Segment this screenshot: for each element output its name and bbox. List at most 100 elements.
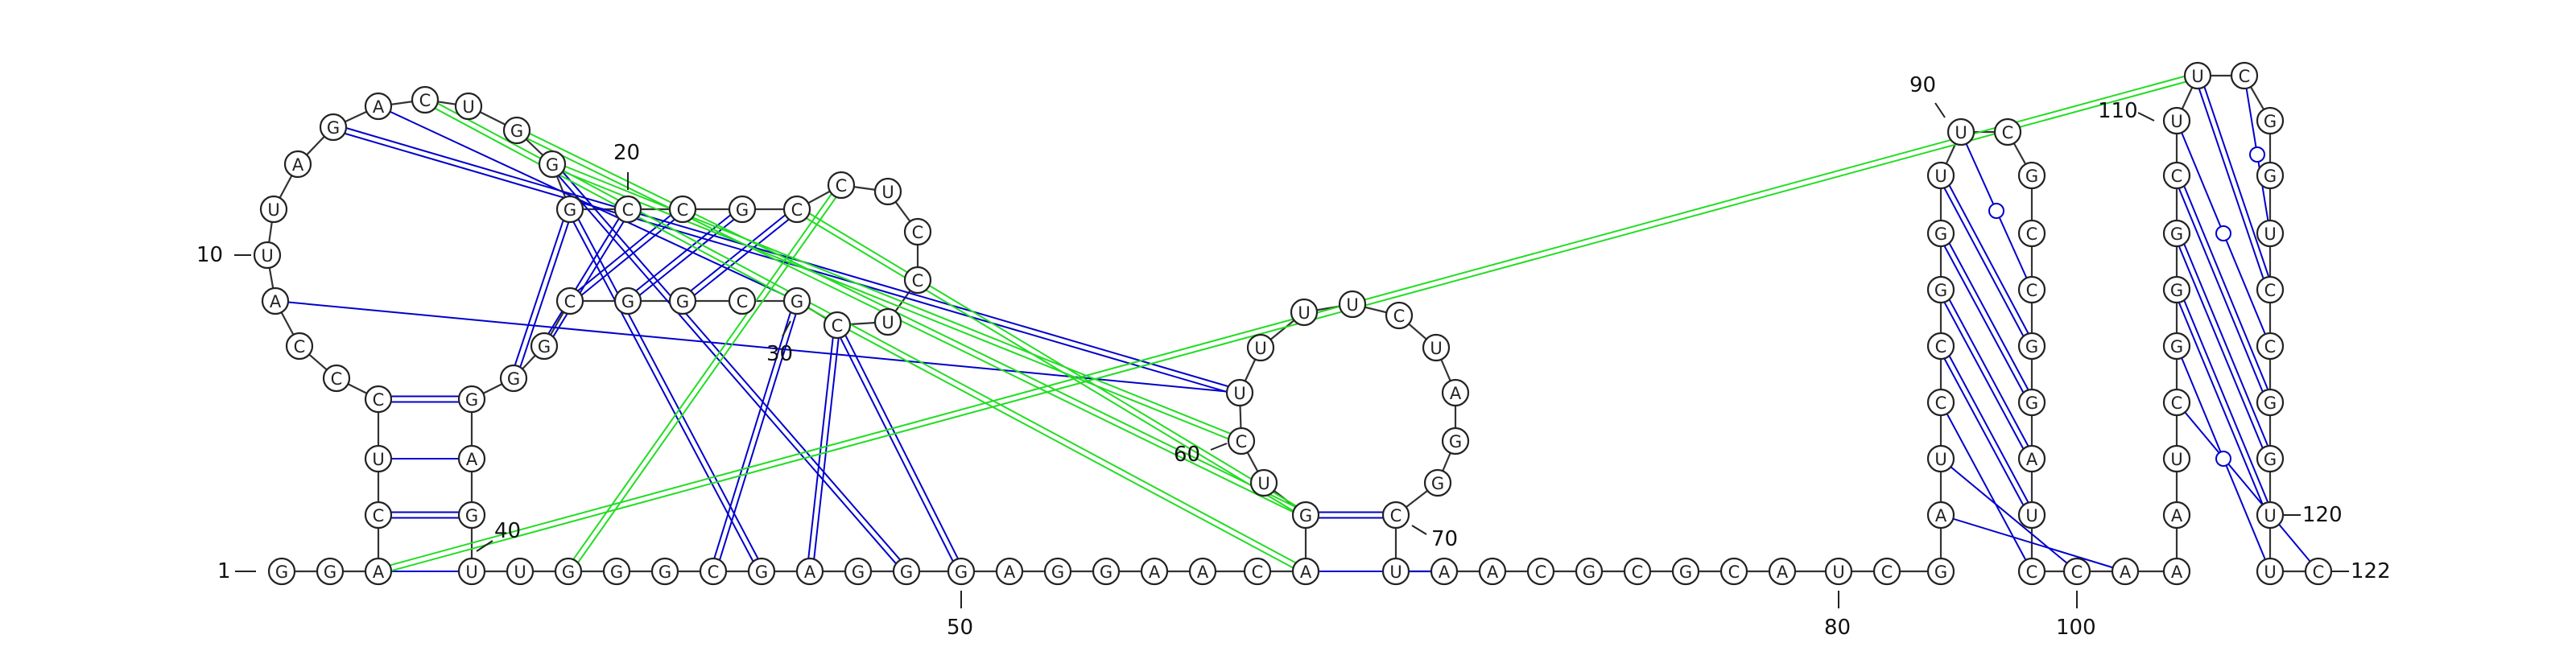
position-label-1: 1 — [217, 559, 231, 583]
nucleotide-letter: C — [2264, 337, 2277, 356]
nucleotide-letter: U — [1934, 167, 1946, 186]
nucleotide-circle — [285, 332, 314, 361]
nucleotide-26: C — [903, 217, 932, 246]
gu-wobble-marker — [2215, 225, 2231, 241]
nucleotide-19: G — [555, 195, 584, 224]
nucleotide-circle — [502, 116, 531, 145]
nucleotide-circle — [1872, 557, 1901, 586]
position-label-50: 50 — [947, 616, 973, 640]
nucleotide-circle — [903, 266, 932, 295]
nucleotide-letter: A — [466, 450, 478, 469]
nucleotide-circle — [2017, 557, 2046, 586]
nucleotide-letter: G — [1100, 563, 1113, 582]
nucleotide-circle — [1043, 557, 1072, 586]
nucleotide-circle — [1338, 290, 1367, 319]
nucleotide-circle — [1385, 301, 1414, 330]
base-pair-line — [2176, 402, 2319, 572]
nucleotide-circle — [2162, 557, 2191, 586]
gu-wobble-marker — [1988, 203, 2004, 219]
base-pair-line — [2178, 232, 2274, 459]
nucleotide-18: G — [538, 150, 567, 179]
nucleotide-letter: C — [373, 390, 385, 410]
nucleotide-47: A — [795, 557, 824, 586]
nucleotide-circle — [1422, 333, 1451, 362]
nucleotide-circle — [1092, 557, 1121, 586]
nucleotide-92: G — [2017, 161, 2046, 190]
nucleotide-letter: U — [267, 200, 279, 220]
nucleotide-letter: G — [676, 292, 689, 311]
nucleotide-32: G — [668, 286, 697, 315]
nucleotide-letter: G — [2025, 394, 2038, 413]
nucleotide-circle — [1926, 275, 1955, 304]
nucleotide-letter: G — [736, 200, 749, 220]
tick-30 — [782, 320, 791, 337]
nucleotide-letter: U — [1257, 474, 1269, 493]
nucleotide-circle — [316, 557, 345, 586]
nucleotide-letter: G — [2264, 394, 2277, 413]
position-label-80: 80 — [1824, 616, 1851, 640]
nucleotide-letter: G — [900, 563, 913, 582]
nucleotide-circle — [1926, 501, 1955, 530]
nucleotide-circle — [995, 557, 1024, 586]
nucleotide-letter: U — [462, 97, 474, 117]
base-pair-line — [1938, 291, 2030, 461]
nucleotide-letter: G — [1679, 563, 1692, 582]
nucleotide-letter: U — [1298, 303, 1310, 323]
base-pair-line — [2173, 233, 2268, 460]
nucleotide-20: C — [613, 195, 642, 224]
nucleotide-letter: U — [2264, 563, 2276, 582]
nucleotide-letter: A — [804, 563, 816, 582]
base-pair-line — [1940, 514, 2126, 572]
base-pair-line — [709, 299, 795, 571]
nucleotide-letter: C — [564, 292, 576, 311]
nucleotide-letter: C — [1935, 337, 1947, 356]
nucleotide-circle — [823, 311, 852, 340]
base-pair-line — [2199, 74, 2274, 290]
nucleotide-circle — [2162, 501, 2191, 530]
nucleotide-4: C — [364, 501, 393, 530]
nucleotide-letter: C — [1728, 563, 1740, 582]
nucleotide-71: U — [1381, 557, 1410, 586]
nucleotide-circle — [1671, 557, 1700, 586]
base-pair-line — [839, 323, 965, 571]
nucleotide-circle — [2256, 106, 2285, 135]
base-pair-line — [2178, 174, 2274, 402]
nucleotide-53: G — [1092, 557, 1121, 586]
nucleotide-17: G — [502, 116, 531, 145]
nucleotide-circle — [699, 557, 728, 586]
nucleotide-120: U — [2256, 501, 2285, 530]
base-pair-line — [570, 186, 844, 574]
nucleotide-55: A — [1188, 557, 1217, 586]
nucleotide-letter: U — [1233, 384, 1245, 403]
nucleotide-letter: G — [658, 563, 671, 582]
nucleotide-46: G — [747, 557, 776, 586]
nucleotide-letter: A — [1935, 506, 1947, 525]
position-label-90: 90 — [1909, 73, 1936, 97]
base-pair-line — [1940, 402, 2033, 572]
nucleotide-circle — [1246, 333, 1275, 362]
nucleotide-circle — [454, 92, 483, 121]
nucleotide-letter: C — [2071, 563, 2083, 582]
nucleotide-121: U — [2256, 557, 2285, 586]
nucleotide-letter: A — [1777, 563, 1789, 582]
nucleotide-9: A — [261, 286, 290, 315]
base-pair-line — [795, 211, 1305, 518]
nucleotide-circle — [2256, 219, 2285, 248]
nucleotide-letter: C — [2313, 563, 2325, 582]
base-pair-line — [1942, 231, 2035, 402]
nucleotide-28: U — [873, 307, 902, 336]
nucleotide-letter: C — [836, 176, 848, 196]
base-pair-line — [629, 210, 745, 304]
nucleotide-circle — [1575, 557, 1604, 586]
nucleotide-letter: G — [465, 506, 478, 525]
base-pair-line — [541, 207, 626, 345]
nucleotide-circle — [530, 332, 559, 361]
nucleotide-98: U — [2017, 501, 2046, 530]
base-pair-line — [515, 132, 1305, 519]
nucleotide-11: U — [259, 195, 288, 224]
nucleotide-circle — [1243, 557, 1272, 586]
nucleotide-37: G — [457, 385, 486, 414]
position-label-10: 10 — [196, 243, 223, 267]
